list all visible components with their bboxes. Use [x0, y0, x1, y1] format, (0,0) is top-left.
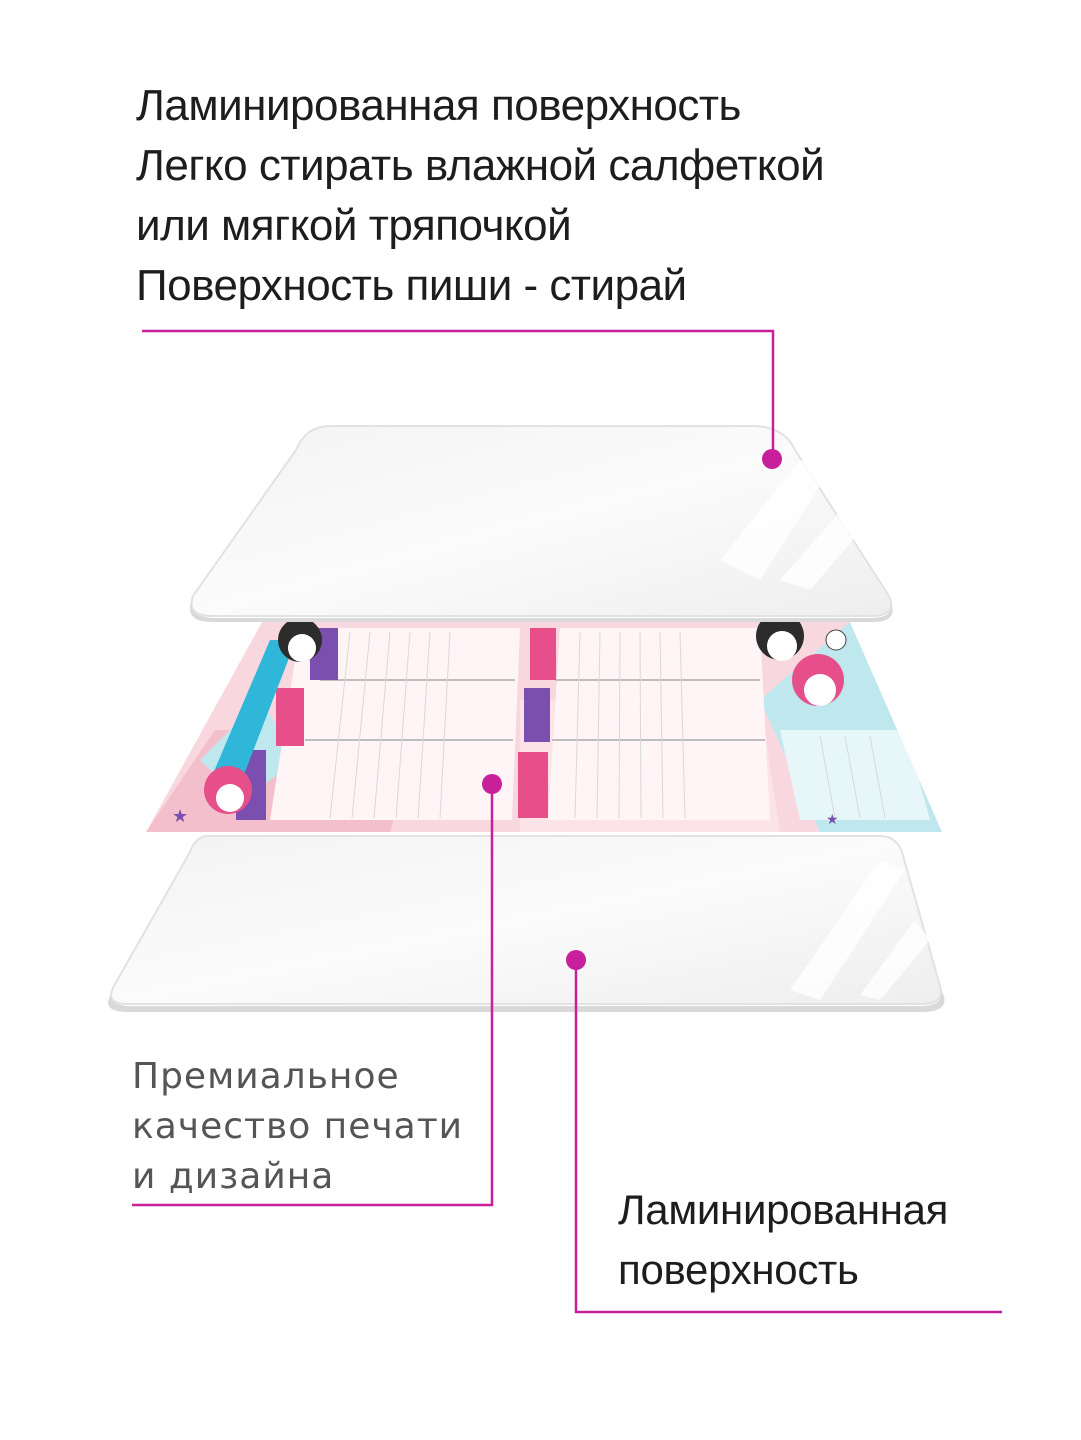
- callout-line-bottom: [574, 960, 1002, 1314]
- bottom-laminate-sheet: [108, 835, 945, 1012]
- day-tab-saturday: [530, 628, 556, 680]
- top-laminate-sheet: [189, 425, 893, 622]
- day-tab-tuesday: [276, 688, 304, 746]
- print-quality-callout: Премиальное качество печати и дизайна: [132, 1052, 463, 1202]
- feature-line: Поверхность пиши - стирай: [136, 261, 687, 310]
- laminated-surface-callout: Ламинированная поверхность: [618, 1180, 948, 1300]
- callout-lines: [132, 329, 1002, 1314]
- star-icon: ★: [826, 812, 839, 828]
- callout-line-print: [132, 784, 494, 1207]
- callout-line-text: Ламинированная: [618, 1186, 949, 1233]
- feature-line: Легко стирать влажной салфеткой: [136, 141, 825, 190]
- day-tab-friday: [524, 688, 550, 742]
- feature-line: или мягкой тряпочкой: [136, 201, 572, 250]
- schedule-title-banner: [206, 640, 296, 790]
- callout-line-text: Премиальное: [132, 1056, 400, 1097]
- callout-line-text: качество печати: [132, 1106, 464, 1147]
- callout-line-text: поверхность: [618, 1246, 859, 1293]
- callout-dot-print: [482, 774, 502, 794]
- callout-dot-bottom: [566, 950, 586, 970]
- callout-line-text: и дизайна: [132, 1156, 335, 1197]
- feature-line: Ламинированная поверхность: [136, 81, 741, 130]
- schedule-print-layer: ★ ★: [146, 622, 942, 832]
- top-feature-list: Ламинированная поверхность Легко стирать…: [136, 76, 825, 316]
- callout-dot-top: [762, 449, 782, 469]
- character-illustrations: [204, 622, 847, 814]
- star-icon: ★: [172, 806, 188, 827]
- day-tab-thursday: [518, 752, 548, 818]
- callout-line-top: [142, 329, 775, 458]
